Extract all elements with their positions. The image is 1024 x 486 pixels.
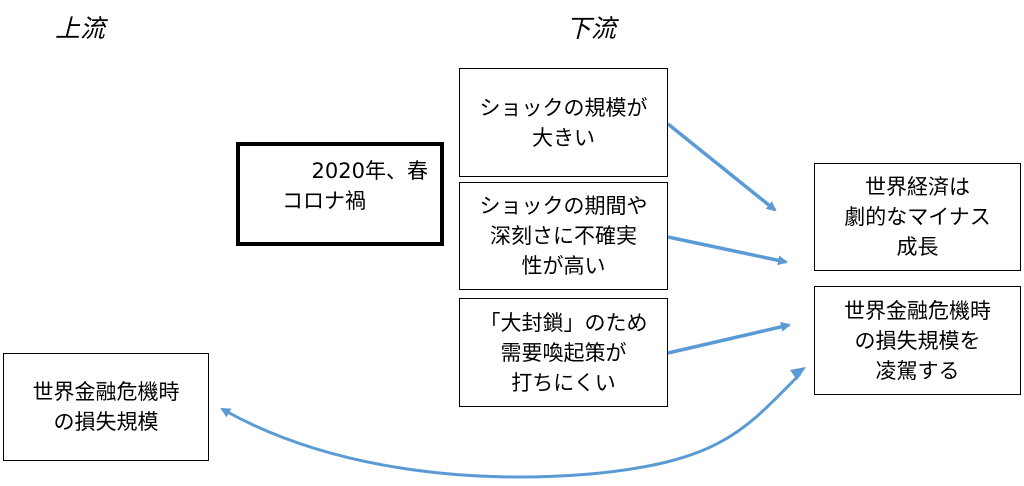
cause-box-shock-size: ショックの規模が 大きい <box>459 68 668 177</box>
gfc-loss-line1: 世界金融危機時 <box>32 380 180 404</box>
outcome-line: 世界経済は <box>865 175 970 199</box>
outcome-line: 凌駕する <box>875 358 960 383</box>
covid-box-line1: 2020年、春 <box>311 159 428 183</box>
outcome-box-exceed-gfc: 世界金融危機時 の損失規模を 凌駕する <box>814 286 1021 395</box>
covid-box-line2: コロナ禍 <box>282 189 366 213</box>
cause-line: ショックの規模が <box>479 95 648 120</box>
outcome-line: 成長 <box>896 235 939 259</box>
cause-line: 需要喚起策が <box>500 340 627 365</box>
cause-line: 性が高い <box>521 254 606 278</box>
outcome-box-negative-growth: 世界経済は 劇的なマイナス 成長 <box>814 163 1021 271</box>
arrow-uncertainty-to-negative-growth <box>667 235 788 266</box>
arrow-gfc-comparison-curve <box>220 372 802 479</box>
gfc-loss-line2: の損失規模 <box>53 410 159 434</box>
cause-line: 大きい <box>532 125 595 150</box>
covid-box: 2020年、春 コロナ禍 <box>236 142 444 246</box>
cause-line: 深刻さに不確実 <box>490 224 637 248</box>
cause-box-great-lockdown: 「大封鎖」のため 需要喚起策が 打ちにくい <box>459 298 668 407</box>
cause-line: ショックの期間や <box>479 194 648 218</box>
cause-line: 「大封鎖」のため <box>479 310 648 335</box>
arrow-lockdown-to-gfc-exceed <box>667 321 791 355</box>
upstream-heading: 上流 <box>55 14 106 43</box>
cause-box-uncertainty: ショックの期間や 深刻さに不確実 性が高い <box>459 182 668 290</box>
cause-line: 打ちにくい <box>511 370 616 395</box>
arrow-gfc-comparison-start-head <box>790 367 806 380</box>
gfc-loss-box: 世界金融危機時 の損失規模 <box>3 353 209 461</box>
arrow-shock-size-to-negative-growth <box>666 122 777 212</box>
outcome-line: 世界金融危機時 <box>844 298 991 323</box>
downstream-heading: 下流 <box>566 14 617 43</box>
outcome-line: 劇的なマイナス <box>844 205 991 229</box>
outcome-line: の損失規模を <box>854 328 981 353</box>
